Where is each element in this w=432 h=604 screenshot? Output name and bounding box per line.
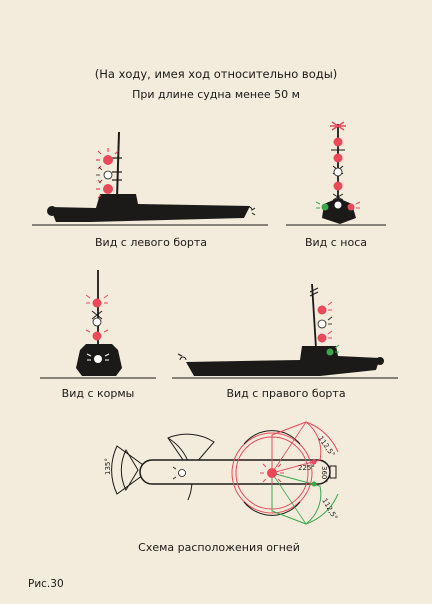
port-lower-red-light — [96, 179, 113, 199]
bow-view — [286, 121, 386, 226]
port-vessel-hull — [50, 194, 250, 222]
scheme-red-side-light — [311, 459, 317, 465]
lights-scheme: 135° 112,5° 225° 360° 112,5° — [104, 421, 339, 525]
bow-vessel-hull — [322, 198, 356, 224]
starboard-vessel-hull — [186, 346, 380, 376]
scheme-green-side-light — [311, 481, 317, 487]
stern-white-light — [92, 317, 102, 327]
stern-light-sector-left — [120, 448, 139, 492]
starboard-green-light — [326, 348, 334, 356]
caption-lights-scheme: Схема расположения огней — [138, 541, 300, 554]
figure-label: Рис.30 — [28, 578, 64, 590]
bow-red-light-2 — [333, 153, 343, 163]
caption-starboard-view: Вид с правого борта — [226, 387, 346, 400]
port-mast — [116, 131, 120, 199]
bow-side-red-light — [347, 203, 355, 211]
bow-green-light — [321, 203, 329, 211]
stern-red-light-2 — [92, 331, 102, 341]
starboard-red-light-2 — [317, 333, 327, 343]
scheme-stern-light — [178, 469, 186, 477]
angle-360: 360° — [320, 466, 328, 483]
stern-red-light-1 — [92, 298, 102, 308]
caption-port-view: Вид с левого борта — [94, 236, 208, 249]
starboard-stern-light-icon — [177, 353, 187, 361]
bow-masthead-white-light — [334, 201, 342, 209]
angle-112-top: 112,5° — [316, 435, 336, 459]
scheme-masthead-red-light — [267, 468, 277, 478]
angle-135: 135° — [104, 458, 112, 475]
all-round-red-arc-outer — [231, 432, 313, 514]
angle-112-bottom: 112,5° — [320, 497, 339, 521]
bow-red-light-1 — [333, 137, 343, 147]
stern-light-sector-mid — [167, 433, 215, 471]
scheme-vessel-outline — [139, 459, 331, 485]
port-white-light-icon — [96, 166, 113, 184]
bow-red-light-3 — [333, 181, 343, 191]
port-side-view — [32, 131, 268, 226]
angle-225: 225° — [298, 464, 315, 472]
caption-stern-view: Вид с кормы — [61, 387, 135, 400]
stern-view — [40, 270, 156, 379]
header-line-1: (На ходу, имея ход относительно воды) — [94, 67, 338, 81]
starboard-side-view — [172, 283, 398, 379]
port-upper-red-light — [96, 148, 119, 170]
port-stern-light-icon — [245, 206, 256, 216]
starboard-white-light — [317, 319, 327, 329]
red-side-sector — [271, 421, 322, 474]
header-line-2: При длине судна менее 50 м — [132, 88, 300, 101]
starboard-red-light-1 — [317, 305, 327, 315]
caption-bow-view: Вид с носа — [304, 236, 368, 249]
stern-light — [94, 355, 102, 363]
bow-white-light — [333, 167, 343, 177]
bow-masthead-mark — [330, 121, 346, 131]
